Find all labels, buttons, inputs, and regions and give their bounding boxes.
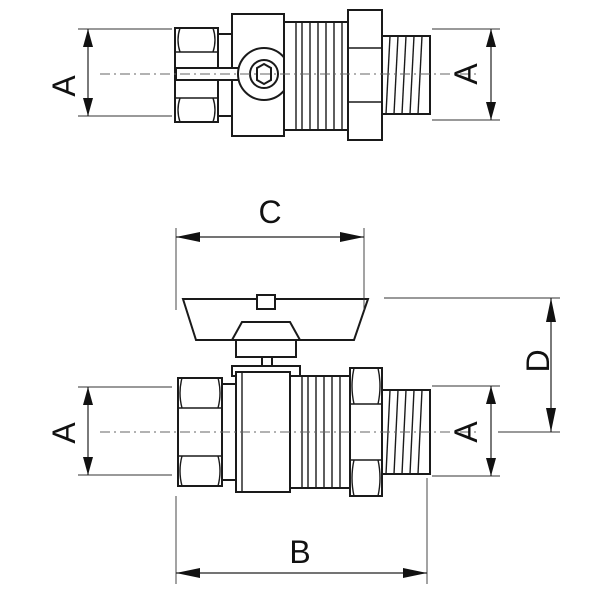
- dimension-a-top-left: A: [46, 28, 172, 117]
- dimension-label-c: C: [258, 194, 281, 230]
- front-view-valve: [100, 294, 480, 497]
- dimension-label-a: A: [448, 421, 484, 443]
- dimension-label-d: D: [520, 349, 556, 372]
- dimension-d: D: [384, 297, 560, 433]
- dimension-b: B: [175, 478, 428, 584]
- top-view-valve: [100, 9, 480, 141]
- dimension-a-front-left: A: [46, 386, 172, 476]
- dimension-label-b: B: [289, 534, 310, 570]
- dimension-label-a: A: [46, 75, 82, 97]
- dimension-label-a: A: [46, 422, 82, 444]
- dimension-c: C: [175, 194, 365, 310]
- dimension-label-a: A: [448, 63, 484, 85]
- dimension-a-top-right: A: [432, 28, 500, 121]
- dimension-a-front-right: A: [432, 385, 500, 477]
